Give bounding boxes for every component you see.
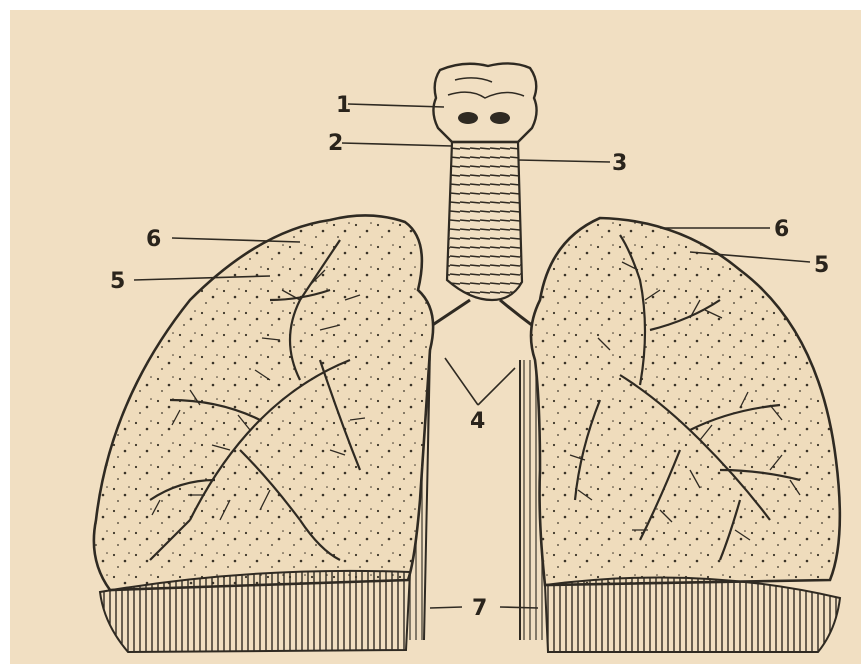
trachea: [447, 142, 522, 300]
label-1: 1: [336, 93, 351, 118]
label-2: 2: [328, 131, 343, 156]
label-4: 4: [470, 409, 485, 434]
label-3: 3: [612, 151, 627, 176]
label-7: 7: [472, 596, 487, 621]
label-5-left: 5: [110, 269, 125, 294]
label-6-left: 6: [146, 227, 161, 252]
label-6-right: 6: [774, 217, 789, 242]
right-diaphragm: [545, 577, 840, 652]
label-5-right: 5: [814, 253, 829, 278]
